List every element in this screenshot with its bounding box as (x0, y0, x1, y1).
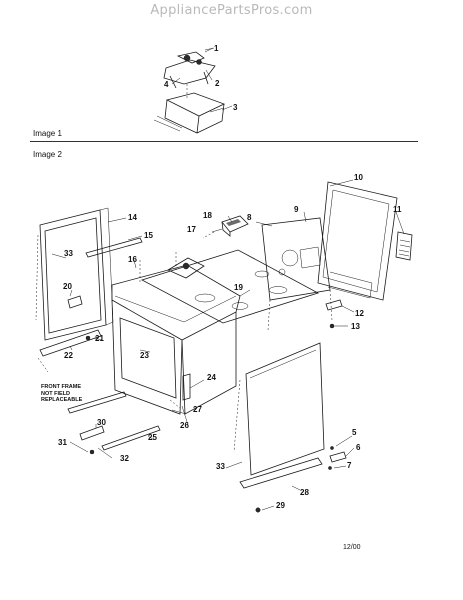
callout-5: 5 (352, 428, 357, 437)
callout-1: 1 (214, 44, 219, 53)
note-line: FRONT FRAME (41, 384, 82, 390)
callout-15: 15 (144, 231, 153, 240)
callout-9: 9 (294, 205, 299, 214)
callout-8: 8 (247, 213, 252, 222)
callout-11: 11 (393, 205, 402, 214)
leader-lines (51, 47, 405, 511)
drawing-hinge-clip (182, 373, 191, 401)
callout-6: 6 (356, 443, 361, 452)
callout-3: 3 (233, 103, 238, 112)
drawing-part-21 (85, 335, 91, 341)
callout-10: 10 (354, 173, 363, 182)
callout-30: 30 (97, 418, 106, 427)
drawing-rail (85, 237, 143, 258)
drawing-front-door (233, 342, 325, 476)
drawing-rear-cover (317, 181, 398, 301)
drawing-top-plate (140, 249, 320, 324)
callout-31: 31 (58, 438, 67, 447)
drawing-switch-assembly (153, 47, 226, 134)
drawing-upper-bracket (167, 257, 205, 279)
callout-32: 32 (120, 454, 129, 463)
drawing-side-panel (35, 207, 114, 341)
callout-2: 2 (215, 79, 220, 88)
callout-23: 23 (140, 351, 149, 360)
drawing-bottom-trim (239, 457, 323, 489)
callout-4: 4 (164, 80, 169, 89)
section-label-image-1: Image 1 (33, 129, 62, 138)
drawing-bottom-rail (39, 329, 102, 357)
drawing-kick-rail (67, 391, 127, 414)
drawing-part-5 (330, 446, 334, 450)
callout-28: 28 (300, 488, 309, 497)
drawing-part-12 (325, 299, 343, 311)
callout-19: 19 (234, 283, 243, 292)
date-code: 12/00 (343, 544, 361, 551)
watermark-text: AppliancePartsPros.com (150, 3, 313, 18)
drawing-part-31 (89, 449, 95, 455)
callout-27: 27 (193, 405, 202, 414)
callout-22: 22 (64, 351, 73, 360)
callout-26: 26 (180, 421, 189, 430)
note-line: REPLACEABLE (41, 397, 83, 403)
callout-12: 12 (355, 309, 364, 318)
drawing-part-29 (255, 507, 261, 513)
drawing-cabinet-frame (111, 250, 241, 415)
callout-18: 18 (203, 211, 212, 220)
drawing-vent-grille (395, 231, 413, 261)
drawing-leveling-leg (79, 425, 105, 441)
callout-17: 17 (187, 225, 196, 234)
callout-33-lower: 33 (216, 462, 225, 471)
drawing-part-27 (169, 399, 181, 409)
front-frame-note: FRONT FRAME NOT FIELD REPLACEABLE (41, 384, 82, 404)
callout-20: 20 (63, 282, 72, 291)
callout-7: 7 (347, 461, 352, 470)
note-line: NOT FIELD (41, 390, 71, 397)
drawing-part-6 (329, 451, 347, 463)
drawing-lower-rail (101, 425, 161, 451)
callout-25: 25 (148, 433, 157, 442)
drawing-part-13 (329, 323, 335, 329)
callout-14: 14 (128, 213, 137, 222)
callout-24: 24 (207, 373, 216, 382)
callout-33-upper: 33 (64, 249, 73, 258)
callout-13: 13 (351, 322, 360, 331)
drawing-back-panel (261, 217, 333, 331)
drawing-part-20 (67, 295, 83, 309)
section-divider (30, 141, 418, 142)
callout-29: 29 (276, 501, 285, 510)
section-label-image-2: Image 2 (33, 150, 62, 159)
callout-21: 21 (95, 334, 104, 343)
callout-16: 16 (128, 255, 137, 264)
drawing-part-7 (328, 466, 332, 470)
drawing-control-block (202, 215, 249, 239)
